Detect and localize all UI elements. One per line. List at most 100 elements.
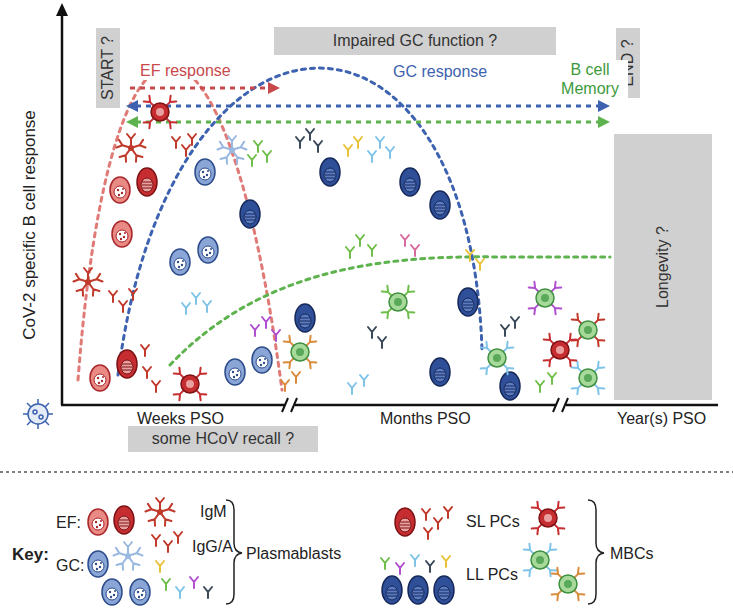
text-label: GC response [391, 62, 489, 81]
antibody [292, 372, 300, 383]
plasmablast [195, 159, 215, 185]
antibody [204, 587, 212, 598]
memory-b-cell [284, 336, 317, 369]
antibody [386, 147, 394, 158]
plasmablast [110, 177, 130, 203]
antibody [476, 259, 484, 270]
box-text: some HCoV recall ? [152, 430, 294, 448]
antibody [172, 137, 180, 148]
antibody [411, 555, 419, 566]
antibody [272, 330, 280, 341]
plasmablast [130, 579, 150, 605]
igm-pentamer [113, 542, 142, 570]
text-label: Plasmablasts [246, 544, 341, 563]
antibody [174, 532, 182, 543]
memory-b-cell [524, 544, 557, 577]
plasma-cell [117, 350, 137, 378]
axis-break [553, 398, 568, 412]
text-label: LL PCs [466, 565, 518, 584]
antibody [156, 561, 164, 572]
plasmablast [88, 551, 108, 577]
y-axis [61, 14, 64, 405]
text-label: EF: [56, 513, 81, 532]
ef-arrow [130, 87, 270, 90]
antibody [109, 291, 117, 302]
igm-pentamer [73, 268, 102, 296]
memory-b-cell [481, 342, 514, 375]
memory-b-cell [572, 314, 605, 347]
antibody [442, 556, 450, 567]
grey-box: Impaired GC function ? [274, 27, 556, 55]
arrowhead [268, 82, 280, 94]
plasmablast [252, 347, 272, 373]
text-label: SL PCs [466, 512, 520, 531]
antibody [162, 579, 170, 590]
antibody [188, 134, 196, 145]
plasma-cell [400, 168, 420, 196]
antibody [306, 129, 314, 140]
antibody [434, 518, 442, 529]
rotated-text: START ? [99, 36, 117, 100]
antibody [262, 317, 270, 328]
antibody [381, 558, 389, 569]
antibody [376, 137, 384, 148]
antibody [152, 535, 160, 546]
antibody [348, 383, 356, 394]
arrowhead [126, 116, 138, 128]
antibody [426, 561, 434, 572]
antibody [251, 325, 259, 336]
plasmablast [225, 359, 245, 385]
antibody [254, 141, 262, 152]
text-label: Key: [12, 545, 49, 565]
arrowhead [598, 100, 610, 112]
memory-b-cell [382, 286, 415, 319]
grey-box: some HCoV recall ? [128, 426, 318, 452]
plasma-cell [458, 288, 478, 316]
igm-pentamer [145, 498, 174, 526]
antibody [354, 137, 362, 148]
antibody [296, 137, 304, 148]
antibody [344, 145, 352, 156]
arrowhead [598, 116, 610, 128]
antibody [141, 345, 149, 356]
antibody [548, 373, 556, 384]
axis-arrowhead [56, 3, 68, 16]
axis-break [282, 398, 297, 412]
antibody [396, 563, 404, 574]
plasma-cell [395, 508, 415, 536]
grey-box: START ? [96, 28, 120, 108]
antibody [129, 289, 137, 300]
plasma-cell [295, 304, 315, 332]
ef-curve [78, 66, 282, 390]
arrowhead [126, 100, 138, 112]
plasma-cell [114, 506, 134, 534]
text-label: GC: [56, 556, 84, 575]
igm-pentamer [116, 134, 145, 162]
plasma-cell [430, 191, 450, 219]
plasma-cell [430, 358, 450, 386]
memory-b-cell [144, 96, 177, 129]
antibody [368, 245, 376, 256]
text-label: Months PSO [380, 409, 471, 428]
plasmablast [88, 509, 108, 535]
memory-b-cell [532, 502, 565, 535]
brace [588, 500, 604, 604]
igm-pentamer [217, 136, 246, 164]
antibody [143, 367, 151, 378]
antibody [356, 235, 364, 246]
axis-label: CoV-2 specific B cell response [20, 110, 40, 340]
memory-b-cell [572, 362, 605, 395]
gc-curve [118, 68, 482, 375]
plasma-cell [500, 372, 520, 400]
antibody [378, 337, 386, 348]
text-label: Year(s) PSO [617, 409, 706, 428]
box-text: START ? [99, 36, 117, 100]
plasma-cell [320, 158, 340, 186]
plasma-cell [137, 168, 157, 196]
plasma-cell [408, 576, 428, 604]
antibody [411, 245, 419, 256]
text-label: B cell Memory [552, 60, 628, 98]
plasmablast [170, 249, 190, 275]
antibody [182, 303, 190, 314]
antibody [368, 327, 376, 338]
